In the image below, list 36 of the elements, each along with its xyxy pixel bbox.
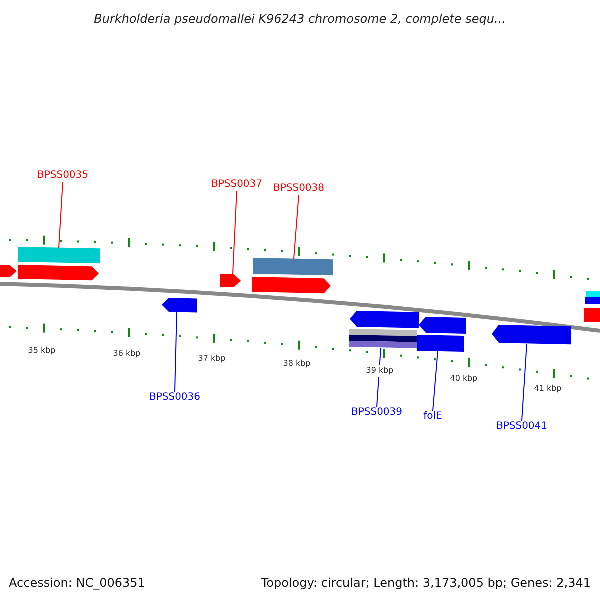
gene-feature <box>162 298 197 313</box>
scale-label: 36 kbp <box>112 348 142 360</box>
gene-feature <box>0 265 17 278</box>
gene-feature <box>350 311 419 328</box>
gene-label: BPSS0037 <box>211 179 263 191</box>
leader-line <box>232 190 238 274</box>
gene-label: BPSS0035 <box>37 170 89 182</box>
gene-label: BPSS0039 <box>351 407 403 419</box>
title: Burkholderia pseudomallei K96243 chromosome 2, complete sequ... <box>93 11 507 28</box>
gene-feature <box>252 277 331 294</box>
scale-label: 39 kbp <box>365 365 395 377</box>
gene-label: BPSS0036 <box>149 392 201 404</box>
gene-label: BPSS0038 <box>273 183 325 195</box>
gene-bar <box>585 297 600 304</box>
summary-text: Topology: circular; Length: 3,173,005 bp; Genes: 2,341 <box>261 575 591 592</box>
leader-line <box>58 182 64 248</box>
scale-label: 37 kbp <box>197 353 227 365</box>
leader-line <box>174 312 178 392</box>
gene-bar <box>253 258 333 276</box>
scale-label: 38 kbp <box>282 358 312 370</box>
leader-line <box>294 194 300 260</box>
scale-label: 41 kbp <box>533 383 563 395</box>
gene-bar <box>417 335 464 352</box>
leader-line <box>522 344 528 422</box>
gene-feature <box>419 317 466 334</box>
gene-bar <box>584 308 600 322</box>
gene-bar <box>18 247 100 264</box>
gene-bar <box>349 329 417 348</box>
gene-label: BPSS0041 <box>496 421 548 433</box>
accession-text: Accession: NC_006351 <box>9 575 146 592</box>
gene-feature <box>492 325 571 345</box>
gene-label: folE <box>424 411 442 423</box>
gene-feature <box>220 274 241 288</box>
scale-label: 40 kbp <box>449 373 479 385</box>
leader-line <box>432 350 438 412</box>
scale-label: 35 kbp <box>27 345 57 357</box>
